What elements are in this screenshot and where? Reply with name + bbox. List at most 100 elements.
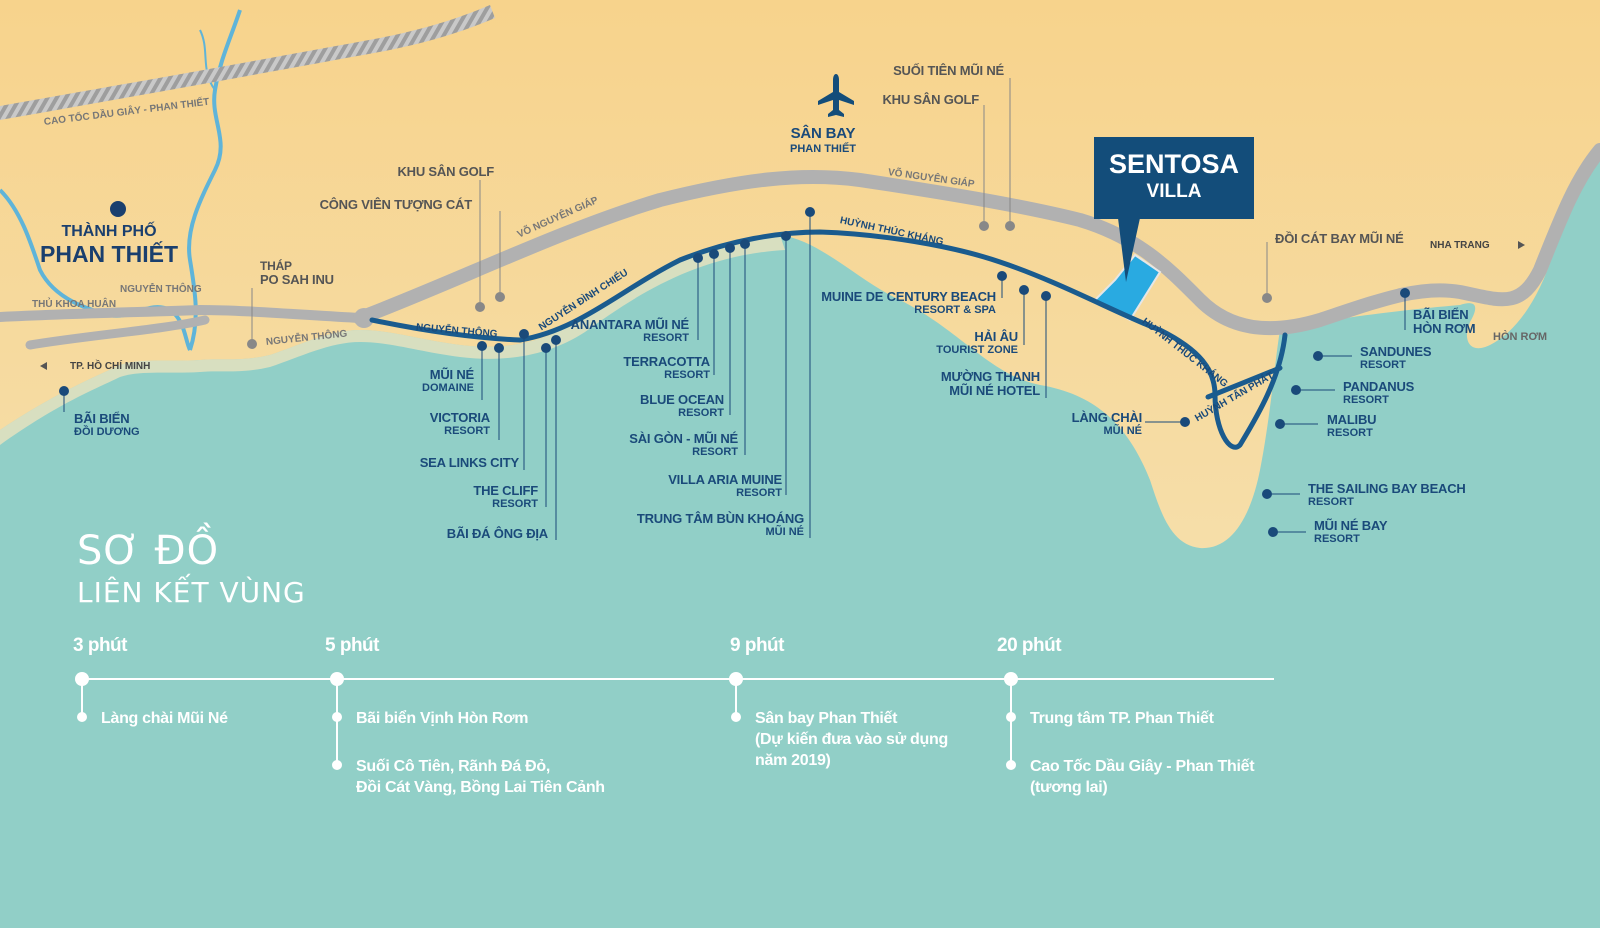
place-marker[interactable] (1019, 285, 1029, 295)
place-hai-au: HẢI ÂU TOURIST ZONE (936, 329, 1018, 357)
place-pandanus: PANDANUS RESORT (1343, 379, 1415, 407)
timeline-item-3-0: Trung tâm TP. Phan Thiết (1030, 710, 1214, 727)
place-villa-aria: VILLA ARIA MUINE RESORT (668, 472, 782, 500)
place-victoria: VICTORIA RESORT (429, 410, 490, 438)
place-malibu: MALIBU RESORT (1327, 412, 1377, 440)
place-lang-chai: LÀNG CHÀI MŨI NÉ (1071, 410, 1143, 438)
place-markers (59, 207, 1410, 537)
place-marker[interactable] (495, 292, 505, 302)
city-title-line1: THÀNH PHỐ (61, 223, 157, 240)
place-marker[interactable] (693, 253, 703, 263)
sentosa-title: SENTOSA (1108, 149, 1240, 179)
road-label-thu-khoa-huan: THỦ KHOA HUÂN (32, 299, 117, 310)
place-khu-san-golf-1: KHU SÂN GOLF (397, 164, 494, 179)
place-blue-ocean: BLUE OCEAN RESORT (640, 392, 724, 420)
place-sailing-bay: THE SAILING BAY BEACH RESORT (1308, 481, 1466, 509)
place-marker[interactable] (1041, 291, 1051, 301)
place-bai-bien-doi-duong: BÃI BIỂN ĐỒI DƯƠNG (74, 411, 140, 439)
place-marker[interactable] (1313, 351, 1323, 361)
place-marker[interactable] (541, 343, 551, 353)
place-marker[interactable] (475, 302, 485, 312)
road-junction (354, 308, 374, 328)
timeline-item-dot (332, 760, 342, 770)
diagram-title-line1: SƠ ĐỒ (77, 528, 220, 574)
timeline-item-dot (332, 712, 342, 722)
place-muine-de-century: MUINE DE CENTURY BEACH RESORT & SPA (821, 289, 996, 317)
diagram-title: SƠ ĐỒ LIÊN KẾT VÙNG (77, 528, 306, 609)
timeline-item-2-0: Sân bay Phan Thiết (Dự kiến đưa vào sử d… (755, 710, 948, 769)
timeline-axis (82, 678, 1274, 680)
sentosa-subtitle: VILLA (1146, 181, 1202, 202)
sentosa-villa-box[interactable]: SENTOSA VILLA (1094, 137, 1254, 219)
place-marker[interactable] (1005, 221, 1015, 231)
place-suoi-tien: SUỐI TIÊN MŨI NÉ (893, 63, 1004, 78)
road-label-nha-trang: NHA TRANG (1430, 240, 1490, 251)
timeline-time-3: 20 phút (997, 635, 1062, 656)
place-marker[interactable] (1262, 293, 1272, 303)
place-marker[interactable] (1268, 527, 1278, 537)
main-roads (369, 229, 1288, 450)
place-marker[interactable] (709, 249, 719, 259)
place-marker[interactable] (519, 329, 529, 339)
arrow-left-icon (40, 362, 47, 370)
timeline-node-1 (330, 672, 344, 686)
place-marker[interactable] (59, 386, 69, 396)
timeline-node-0 (75, 672, 89, 686)
diagram-title-line2: LIÊN KẾT VÙNG (77, 576, 306, 609)
place-thap-po-sah-inu: THÁP PO SAH INU (260, 259, 334, 288)
airplane-icon (818, 74, 854, 117)
road-label-nguyen-thong-1: NGUYỄN THÔNG (120, 284, 202, 295)
timeline-time-0: 3 phút (73, 635, 128, 656)
city-title: THÀNH PHỐ PHAN THIẾT (40, 223, 178, 268)
gray-roads (0, 143, 1600, 350)
place-marker[interactable] (740, 239, 750, 249)
place-bai-bien-hon-rom: BÃI BIỂN HÒN RƠM (1413, 307, 1476, 337)
place-mui-ne-domaine: MŨI NÉ DOMAINE (422, 367, 474, 395)
place-marker[interactable] (1400, 288, 1410, 298)
arrow-right-icon (1518, 241, 1525, 249)
place-marker[interactable] (781, 231, 791, 241)
place-marker[interactable] (725, 243, 735, 253)
place-marker[interactable] (1275, 419, 1285, 429)
place-marker[interactable] (1262, 489, 1272, 499)
place-muong-thanh: MƯỜNG THANH MŨI NÉ HOTEL (940, 369, 1040, 399)
timeline-item-1-0: Bãi biển Vịnh Hòn Rơm (356, 710, 529, 727)
expressway-band (0, 5, 495, 120)
place-cong-vien-tuong-cat: CÔNG VIÊN TƯỢNG CÁT (319, 197, 473, 212)
place-terracotta: TERRACOTTA RESORT (623, 354, 710, 382)
leader-lines (63, 78, 1406, 540)
timeline-stem-2 (735, 679, 737, 715)
place-sea-links: SEA LINKS CITY (419, 455, 519, 470)
place-sai-gon-mui-ne: SÀI GÒN - MŨI NÉ RESORT (629, 431, 738, 459)
place-bai-da-ong-dia: BÃI ĐÁ ÔNG ĐỊA (446, 526, 548, 541)
place-marker[interactable] (1291, 385, 1301, 395)
place-marker[interactable] (805, 207, 815, 217)
sentosa-pointer (1118, 218, 1140, 282)
place-doi-cat-bay: ĐỒI CÁT BAY MŨI NÉ (1275, 231, 1404, 246)
place-marker[interactable] (477, 341, 487, 351)
timeline-item-0-0: Làng chài Mũi Né (101, 710, 228, 727)
city-title-line2: PHAN THIẾT (40, 241, 178, 267)
place-khu-san-golf-2: KHU SÂN GOLF (882, 92, 979, 107)
place-mui-ne-bay: MŨI NÉ BAY RESORT (1314, 518, 1388, 546)
place-marker[interactable] (494, 343, 504, 353)
timeline-time-1: 5 phút (325, 635, 380, 656)
place-marker[interactable] (997, 271, 1007, 281)
place-hon-rom: HÒN RƠM (1493, 331, 1547, 343)
place-the-cliff: THE CLIFF RESORT (473, 483, 538, 511)
place-marker[interactable] (247, 339, 257, 349)
shore (0, 235, 785, 445)
timeline-node-3 (1004, 672, 1018, 686)
timeline-item-dot (77, 712, 87, 722)
place-marker[interactable] (551, 335, 561, 345)
timeline-node-2 (729, 672, 743, 686)
airport-label: SÂN BAY PHAN THIẾT (790, 125, 856, 155)
place-marker[interactable] (979, 221, 989, 231)
city-marker (110, 201, 126, 217)
place-marker[interactable] (1180, 417, 1190, 427)
place-sandunes: SANDUNES RESORT (1360, 344, 1432, 372)
road-label-hcm: TP. HỒ CHÍ MINH (70, 361, 151, 372)
timeline-item-dot (731, 712, 741, 722)
place-anantara: ANANTARA MŨI NÉ RESORT (570, 317, 690, 345)
